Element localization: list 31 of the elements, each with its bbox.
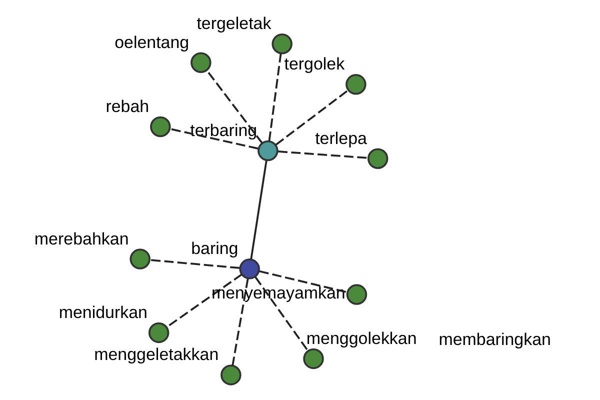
- node-circle: [148, 322, 169, 344]
- connector: [268, 53, 282, 142]
- node-label: terlepa: [314, 128, 366, 148]
- connector: [254, 276, 308, 352]
- label: membaringkan: [438, 330, 550, 350]
- node-label: rebah: [105, 97, 149, 116]
- node-label: menggolekkan: [306, 328, 416, 348]
- node-circle: [129, 248, 150, 270]
- node-label: tergeletak: [196, 14, 271, 34]
- node-label: merebahkan: [34, 229, 128, 248]
- node-circle: [271, 34, 292, 54]
- node-circle: [302, 348, 324, 370]
- connector: [275, 90, 348, 146]
- node-label: menidurkan: [58, 302, 147, 322]
- node-circle: [238, 258, 260, 280]
- node-circle: [190, 52, 211, 73]
- connector: [250, 160, 267, 260]
- node-label: baring: [190, 239, 238, 258]
- connector: [166, 274, 242, 328]
- node-label: tergolek: [284, 54, 344, 74]
- node-label: menggeletakkan: [94, 345, 218, 364]
- node-circle: [345, 74, 366, 95]
- node-circle: [150, 116, 170, 138]
- node-circle: [346, 284, 367, 305]
- connector: [149, 259, 240, 269]
- node-label: oelentang: [114, 32, 189, 52]
- node-circle: [366, 148, 388, 170]
- connector: [278, 150, 368, 159]
- node-circle: [220, 364, 241, 386]
- node-circle: [257, 140, 278, 162]
- connector: [231, 278, 248, 366]
